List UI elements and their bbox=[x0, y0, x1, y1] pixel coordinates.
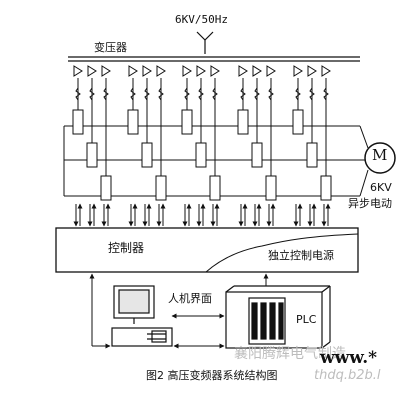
power-cell bbox=[251, 142, 263, 168]
feed-zigzag-icon bbox=[130, 87, 136, 101]
cell-signal-pair bbox=[307, 203, 317, 227]
cell-signal-pair bbox=[210, 203, 220, 227]
power-cell bbox=[265, 175, 277, 201]
transformer-bus bbox=[68, 56, 360, 62]
feed-zigzag-icon bbox=[309, 87, 315, 101]
power-cell bbox=[127, 109, 139, 135]
power-cell-group bbox=[237, 65, 277, 201]
cell-signal-pair bbox=[266, 203, 276, 227]
hmi-computer-icon bbox=[111, 285, 173, 347]
power-cell-group bbox=[292, 65, 332, 201]
watermark-www: www.* bbox=[320, 348, 378, 368]
transformer-winding-icon bbox=[182, 65, 192, 77]
transformer-winding-icon bbox=[210, 65, 220, 77]
controller-label: 控制器 bbox=[108, 241, 145, 255]
watermark-company: 襄阳腾辉电气制造 bbox=[234, 346, 346, 362]
feed-zigzag-icon bbox=[144, 87, 150, 101]
feed-zigzag-icon bbox=[198, 87, 204, 101]
feed-zigzag-icon bbox=[240, 87, 246, 101]
cell-signal-pair bbox=[238, 203, 248, 227]
power-cell bbox=[292, 109, 304, 135]
feed-zigzag-icon bbox=[75, 87, 81, 101]
motor-circle bbox=[364, 142, 396, 174]
cell-signal-pair bbox=[196, 203, 206, 227]
power-cells bbox=[72, 65, 332, 201]
motor-voltage: 6KV bbox=[370, 181, 392, 194]
power-cell bbox=[100, 175, 112, 201]
cell-signal-pair bbox=[321, 203, 331, 227]
hmi-label: 人机界面 bbox=[168, 292, 212, 305]
transformer-winding-icon bbox=[321, 65, 331, 77]
power-cell bbox=[209, 175, 221, 201]
plc-label: PLC bbox=[296, 313, 317, 326]
transformer-winding-icon bbox=[266, 65, 276, 77]
cell-signal-pair bbox=[252, 203, 262, 227]
feed-zigzag-icon bbox=[323, 87, 329, 101]
cell-signal-pair bbox=[128, 203, 138, 227]
cell-signal-pair bbox=[156, 203, 166, 227]
watermark-domain: thdq.b2b.l bbox=[314, 368, 381, 383]
transformer-winding-icon bbox=[156, 65, 166, 77]
feed-zigzag-icon bbox=[158, 87, 164, 101]
feed-zigzag-icon bbox=[89, 87, 95, 101]
power-cell bbox=[155, 175, 167, 201]
power-supply-divider bbox=[205, 233, 359, 273]
transformer-winding-icon bbox=[73, 65, 83, 77]
cell-signal-arrows bbox=[73, 203, 331, 227]
cell-signal-pair bbox=[182, 203, 192, 227]
transformer-winding-icon bbox=[142, 65, 152, 77]
power-cell bbox=[72, 109, 84, 135]
power-cell bbox=[320, 175, 332, 201]
feed-zigzag-icon bbox=[254, 87, 260, 101]
controller-box bbox=[55, 227, 359, 273]
transformer-winding-icon bbox=[101, 65, 111, 77]
feed-zigzag-icon bbox=[103, 87, 109, 101]
power-cell-group bbox=[127, 65, 167, 201]
plc-rack bbox=[225, 285, 331, 349]
cell-signal-pair bbox=[73, 203, 83, 227]
power-cell bbox=[237, 109, 249, 135]
transformer-winding-icon bbox=[196, 65, 206, 77]
feed-zigzag-icon bbox=[184, 87, 190, 101]
transformer-winding-icon bbox=[252, 65, 262, 77]
power-cell-group bbox=[181, 65, 221, 201]
power-supply-label: 独立控制电源 bbox=[268, 249, 334, 262]
transformer-label: 变压器 bbox=[94, 41, 127, 54]
transformer-winding-icon bbox=[293, 65, 303, 77]
power-cell bbox=[181, 109, 193, 135]
motor-symbol: M bbox=[372, 146, 388, 164]
transformer-winding-icon bbox=[238, 65, 248, 77]
transformer-winding-icon bbox=[87, 65, 97, 77]
control-links bbox=[89, 273, 269, 349]
cell-signal-pair bbox=[101, 203, 111, 227]
supply-label: 6KV/50Hz bbox=[175, 13, 228, 26]
power-cell bbox=[195, 142, 207, 168]
cell-signal-pair bbox=[142, 203, 152, 227]
feed-zigzag-icon bbox=[212, 87, 218, 101]
power-cell bbox=[141, 142, 153, 168]
motor-name: 异步电动 bbox=[348, 197, 392, 210]
feed-zigzag-icon bbox=[295, 87, 301, 101]
supply-feed bbox=[196, 31, 214, 54]
cell-signal-pair bbox=[293, 203, 303, 227]
power-cell bbox=[86, 142, 98, 168]
transformer-winding-icon bbox=[307, 65, 317, 77]
feed-zigzag-icon bbox=[268, 87, 274, 101]
power-cell-group bbox=[72, 65, 112, 201]
transformer-winding-icon bbox=[128, 65, 138, 77]
cell-signal-pair bbox=[87, 203, 97, 227]
power-cell bbox=[306, 142, 318, 168]
figure-caption: 图2 高压变频器系统结构图 bbox=[146, 369, 278, 382]
